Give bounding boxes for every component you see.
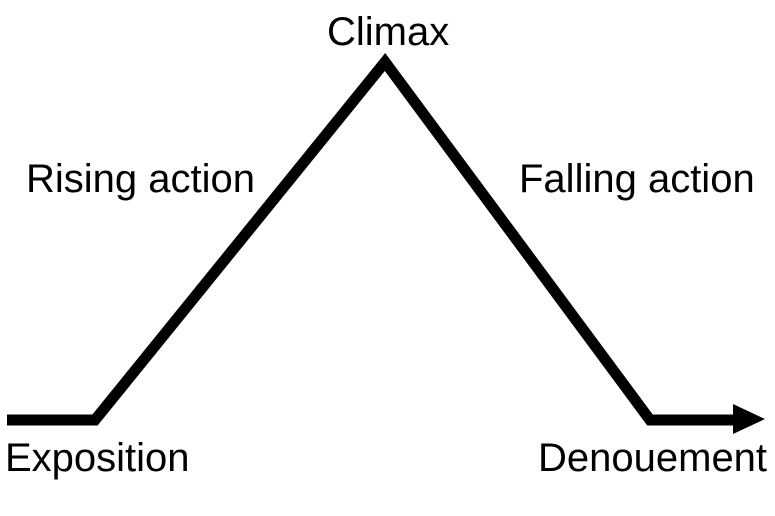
arrow-head-icon	[733, 404, 765, 434]
label-climax: Climax	[327, 10, 450, 54]
label-exposition: Exposition	[5, 436, 190, 480]
label-rising-action: Rising action	[26, 157, 256, 201]
label-falling-action: Falling action	[519, 157, 755, 201]
label-denouement: Denouement	[538, 436, 768, 480]
plot-arc-polyline	[7, 53, 733, 426]
